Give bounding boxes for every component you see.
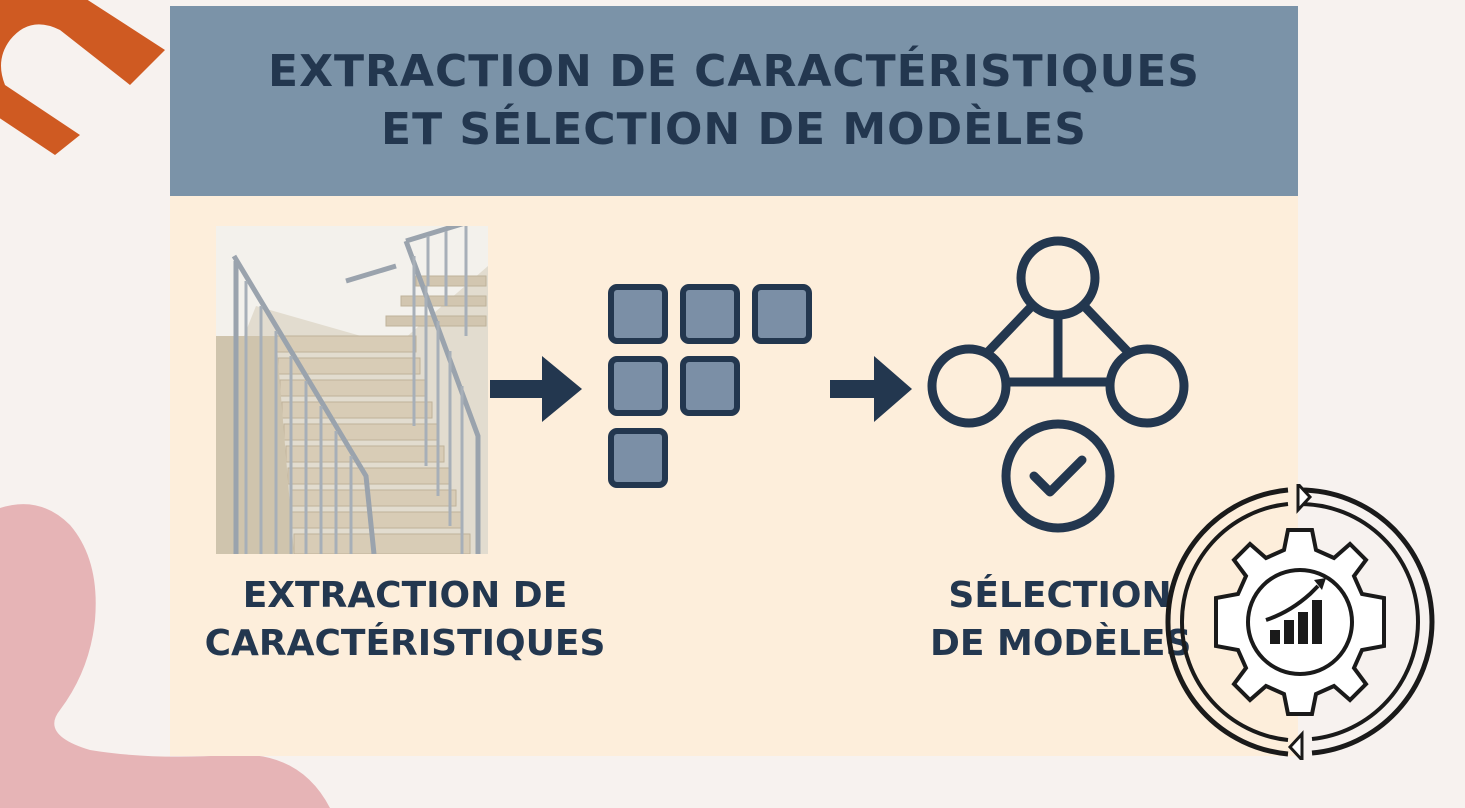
orange-arc-decoration xyxy=(0,0,165,155)
feature-extraction-caption: EXTRACTION DE CARACTÉRISTIQUES xyxy=(200,572,610,668)
check-circle-icon xyxy=(1001,419,1115,533)
caption-line-1: SÉLECTION xyxy=(948,575,1172,616)
page-title-line-2: ET SÉLECTION DE MODÈLES xyxy=(381,104,1087,155)
gear-growth-icon xyxy=(1165,484,1435,760)
page-title-line-1: EXTRACTION DE CARACTÉRISTIQUES xyxy=(268,46,1200,97)
title-banner: EXTRACTION DE CARACTÉRISTIQUES ET SÉLECT… xyxy=(170,6,1298,196)
pink-blob-decoration xyxy=(0,504,330,808)
caption-line-1: EXTRACTION DE xyxy=(242,575,568,616)
arrow-right-icon xyxy=(490,356,582,422)
caption-line-2: CARACTÉRISTIQUES xyxy=(204,623,606,664)
model-graph-icon xyxy=(927,236,1189,428)
staircase-photo xyxy=(216,226,488,554)
arrow-right-icon xyxy=(830,356,912,422)
model-selection-caption: SÉLECTION DE MODÈLES xyxy=(930,572,1192,668)
caption-line-2: DE MODÈLES xyxy=(930,623,1192,664)
feature-grid-icon xyxy=(608,284,812,488)
slide-panel: EXTRACTION DE CARACTÉRISTIQUES ET SÉLECT… xyxy=(170,6,1298,756)
